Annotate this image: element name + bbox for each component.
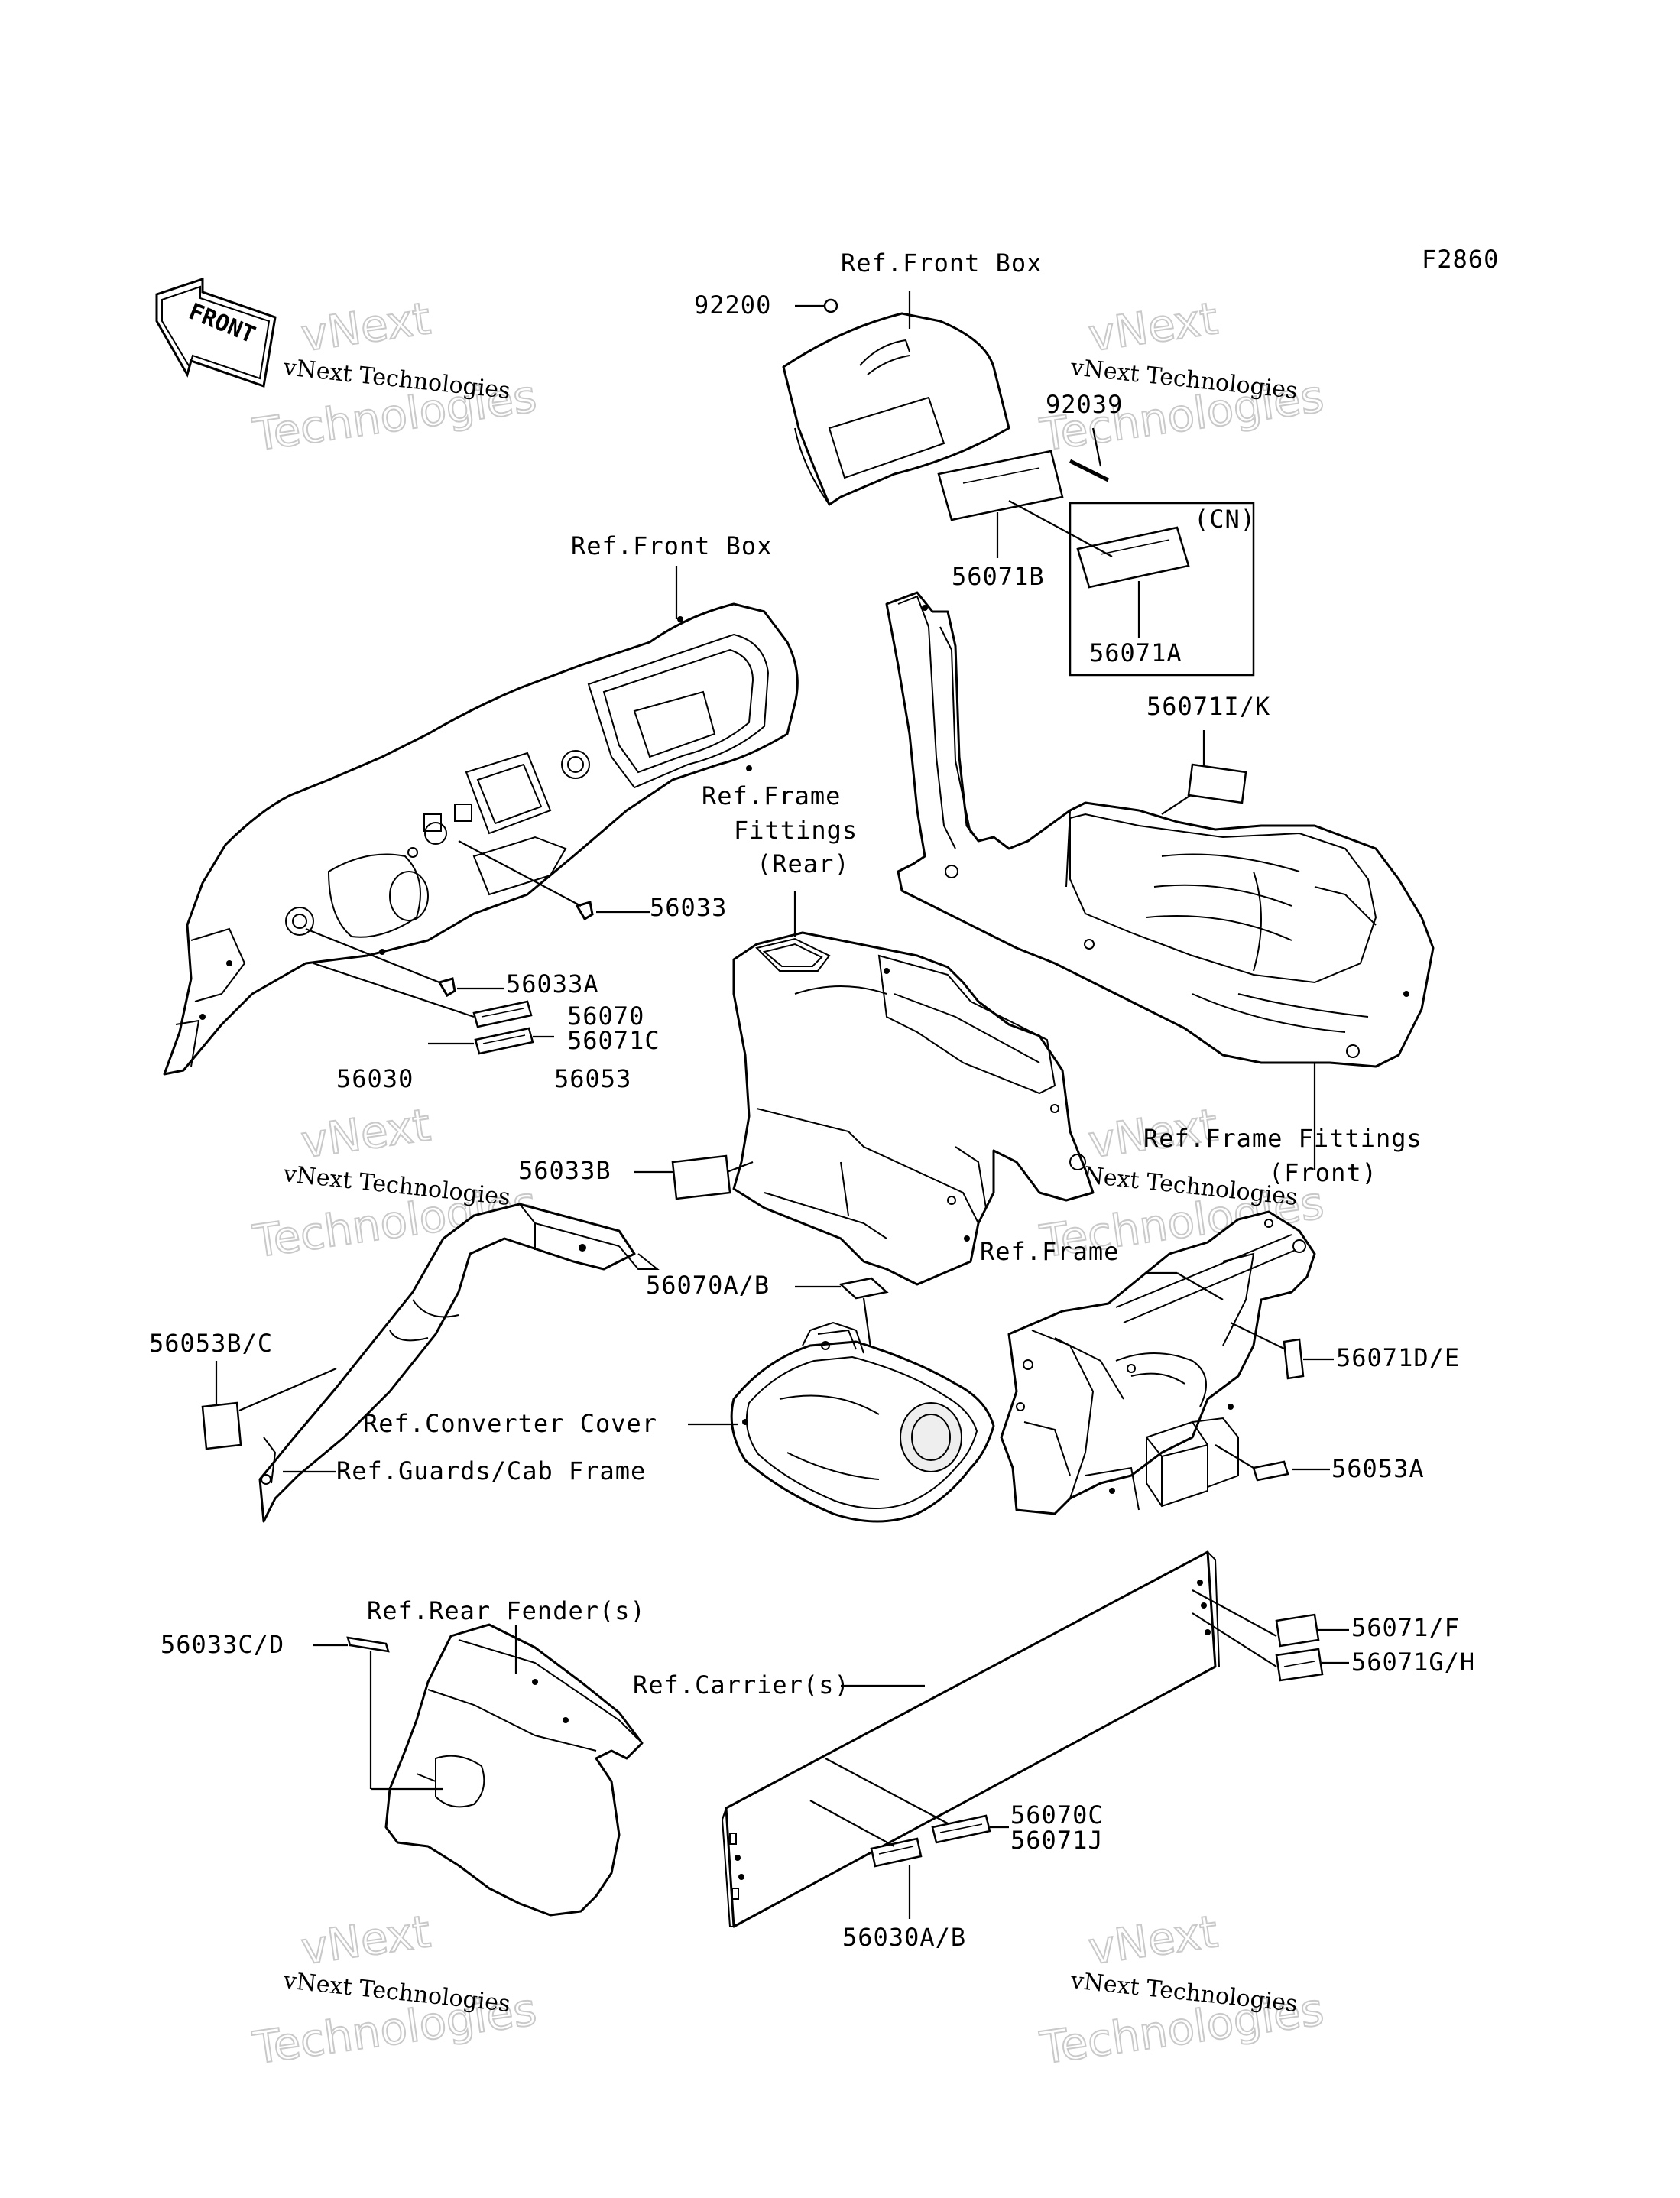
fastener-92200-icon	[823, 298, 838, 313]
label-56053A: 56053A	[1331, 1454, 1425, 1483]
label-ref-frame-fittings-rear-1: Ref.Frame	[702, 781, 841, 810]
decal-56070AB	[838, 1277, 889, 1300]
leader-56071F-part	[1192, 1589, 1277, 1637]
leader-ref-frame-b	[1176, 1272, 1224, 1300]
label-92039: 92039	[1046, 390, 1123, 419]
label-92200: 92200	[694, 291, 771, 320]
label-56033: 56033	[650, 893, 727, 922]
rear-fender	[384, 1623, 644, 1917]
label-56070: 56070	[567, 1002, 644, 1031]
leader-56071IK-b	[1161, 794, 1192, 815]
pin-92039-icon	[1069, 459, 1110, 482]
label-56053: 56053	[554, 1064, 631, 1093]
main-frame	[1000, 1210, 1316, 1515]
svg-text:vNext: vNext	[298, 1099, 433, 1168]
label-ref-rear-fender: Ref.Rear Fender(s)	[367, 1596, 646, 1625]
label-ref-frame-fittings-rear-3: (Rear)	[757, 849, 850, 878]
leader-56070C-part	[825, 1758, 949, 1824]
carrier-bed-side	[721, 1550, 1220, 1928]
label-ref-carrier: Ref.Carrier(s)	[633, 1670, 850, 1700]
label-ref-frame-fittings-rear-2: Fittings	[734, 816, 858, 845]
decal-56033B	[671, 1154, 731, 1200]
figure-code: F2860	[1422, 245, 1499, 274]
label-ref-frame: Ref.Frame	[980, 1237, 1119, 1266]
decal-56070C-56071J	[931, 1814, 991, 1844]
label-56033B: 56033B	[518, 1156, 611, 1185]
label-56070C: 56070C	[1010, 1800, 1104, 1830]
leader-92039	[1091, 427, 1102, 467]
clip-56033-icon	[575, 901, 594, 921]
decal-56071F	[1275, 1613, 1320, 1648]
svg-text:vNext: vNext	[298, 1905, 433, 1975]
decal-56071GH	[1275, 1648, 1324, 1682]
label-56033CD: 56033C/D	[161, 1630, 284, 1659]
label-56071F: 56071/F	[1351, 1613, 1460, 1642]
leader-56071GH-part	[1192, 1612, 1277, 1667]
label-56071DE: 56071D/E	[1336, 1343, 1460, 1372]
label-56071J: 56071J	[1010, 1826, 1104, 1855]
label-56070AB: 56070A/B	[646, 1271, 770, 1300]
leader-dash-to-decal	[313, 962, 475, 1018]
decal-56071A	[1076, 526, 1190, 589]
leader-56071B-to-56071A	[1008, 500, 1113, 557]
label-56071A: 56071A	[1089, 638, 1182, 667]
label-ref-guards-cab-frame: Ref.Guards/Cab Frame	[336, 1456, 646, 1485]
decal-56053BC	[201, 1401, 242, 1450]
dashboard-front-box	[163, 602, 799, 1076]
label-56071B: 56071B	[952, 562, 1045, 591]
strip-56033CD	[346, 1636, 390, 1653]
decal-56070-56071C	[472, 1000, 533, 1028]
label-56030AB: 56030A/B	[842, 1923, 966, 1952]
label-ref-converter-cover: Ref.Converter Cover	[363, 1409, 657, 1438]
leader-56070AB-b	[862, 1297, 873, 1354]
leader-56053BC-b	[238, 1367, 337, 1412]
front-box-lid	[782, 312, 1010, 506]
decal-56071IK	[1187, 763, 1247, 804]
converter-cover	[730, 1321, 995, 1523]
guards-cab-frame	[258, 1203, 660, 1523]
svg-text:vNext: vNext	[298, 292, 433, 362]
label-56053BC: 56053B/C	[149, 1329, 273, 1358]
decal-56030AB	[870, 1837, 923, 1868]
leader-56030AB-part	[809, 1800, 895, 1847]
label-56071GH: 56071G/H	[1351, 1648, 1475, 1677]
decal-56053A	[1252, 1460, 1289, 1482]
leader-56033A-a	[305, 927, 440, 984]
label-56071IK: 56071I/K	[1146, 692, 1270, 721]
leader-56033-a	[458, 840, 582, 907]
decal-56071B	[937, 450, 1064, 521]
front-direction-arrow-icon: FRONT	[155, 277, 277, 388]
label-ref-front-box-top: Ref.Front Box	[841, 248, 1042, 278]
cn-variant-box	[1069, 502, 1255, 677]
label-ref-frame-fittings-front-2: (Front)	[1269, 1158, 1377, 1187]
leader-56053A-b	[1215, 1444, 1254, 1469]
frame-fittings-front-floor	[885, 591, 1435, 1068]
svg-text:vNext: vNext	[1085, 292, 1221, 362]
frame-fittings-rear	[732, 931, 1095, 1286]
label-ref-frame-fittings-front-1: Ref.Frame Fittings	[1143, 1124, 1422, 1153]
label-56071C: 56071C	[567, 1026, 660, 1055]
label-cn: (CN)	[1194, 505, 1256, 534]
clip-56033A-icon	[437, 977, 456, 998]
decal-56071DE	[1283, 1338, 1305, 1380]
svg-text:vNext: vNext	[1085, 1905, 1221, 1975]
leader-56071DE-b	[1230, 1322, 1286, 1350]
decal-56030-56053	[474, 1027, 534, 1055]
label-56033A: 56033A	[506, 969, 599, 998]
label-ref-front-box-mid: Ref.Front Box	[571, 531, 772, 560]
label-56030: 56030	[336, 1064, 414, 1093]
